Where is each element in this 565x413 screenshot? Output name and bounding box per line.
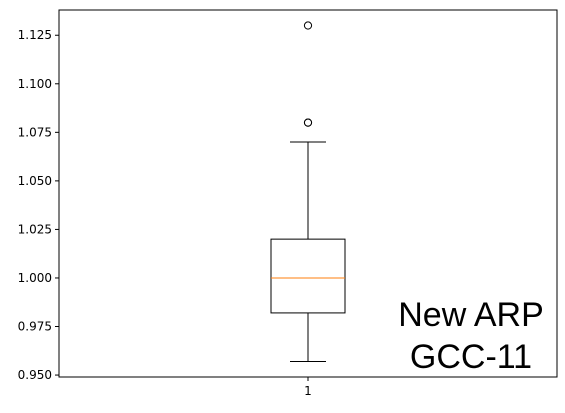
y-tick-label: 0.975	[18, 320, 52, 334]
annotation-line-2: GCC-11	[410, 338, 532, 376]
x-tick-label: 1	[304, 384, 312, 398]
iqr-box	[270, 238, 346, 314]
y-tick-label: 1.125	[18, 28, 52, 42]
outlier-point	[303, 21, 313, 30]
annotation-group: New ARP GCC-11	[398, 296, 544, 376]
box-series	[270, 21, 346, 362]
y-tick-label: 0.950	[18, 368, 52, 382]
y-tick-label: 1.075	[18, 125, 52, 139]
plot-frame	[58, 9, 558, 378]
x-axis-ticks: 1	[304, 377, 312, 398]
outlier-point	[303, 118, 313, 127]
y-tick-label: 1.000	[18, 271, 52, 285]
y-tick-label: 1.050	[18, 174, 52, 188]
y-tick-label: 1.100	[18, 77, 52, 91]
y-axis-ticks: 0.950 0.975 1.000 1.025 1.050 1.075 1.100 1.125	[18, 28, 59, 382]
y-tick-label: 1.025	[18, 222, 52, 236]
annotation-line-1: New ARP	[398, 296, 544, 334]
